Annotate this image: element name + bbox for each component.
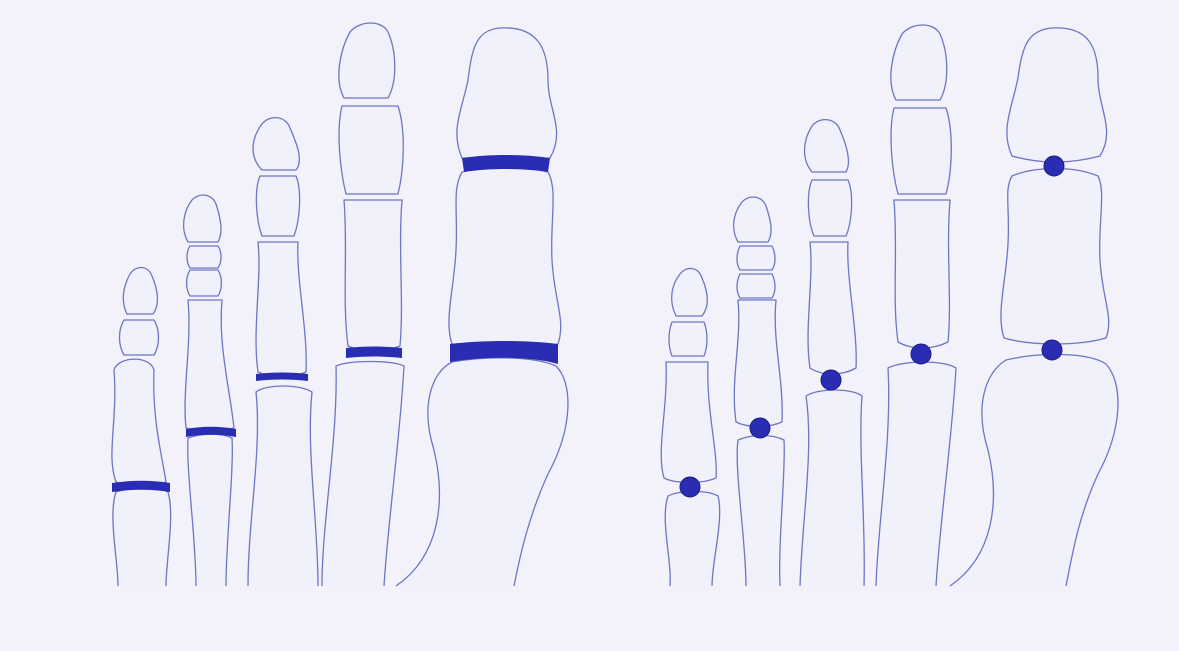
toe-3-metatarsal-right bbox=[800, 390, 864, 586]
toe-3-proximal-phalanx bbox=[256, 242, 306, 377]
toe-4-joint-dot bbox=[750, 418, 770, 438]
toe-2-middle-phalanx bbox=[339, 106, 403, 194]
toe-4-mid2-phalanx bbox=[187, 246, 221, 268]
toe-2-proximal-phalanx-right bbox=[894, 200, 950, 348]
toe-5-metatarsal-right bbox=[665, 492, 719, 587]
toe-1-ip-joint-dot bbox=[1044, 156, 1064, 176]
toe-4-mid2-phalanx-right bbox=[737, 246, 775, 270]
toe-5-proximal-phalanx-right bbox=[661, 362, 716, 483]
toe-2-middle-phalanx-right bbox=[891, 108, 951, 194]
toe-2-joint-dot bbox=[911, 344, 931, 364]
toe-4-middle-phalanx bbox=[187, 270, 222, 296]
toe-4-proximal-phalanx-right bbox=[734, 300, 782, 427]
toe-2-joint-band bbox=[346, 347, 402, 359]
toe-5-metatarsal bbox=[113, 488, 171, 586]
toe-3-joint-dot bbox=[821, 370, 841, 390]
toe-3-metatarsal bbox=[248, 386, 318, 586]
toe-4-middle-phalanx-right bbox=[737, 274, 775, 298]
toe-2-proximal-phalanx bbox=[344, 200, 402, 351]
toe-3-middle-phalanx bbox=[256, 176, 299, 236]
toe-1-proximal-phalanx-right bbox=[1001, 169, 1109, 345]
toe-1-proximal-phalanx bbox=[449, 168, 561, 349]
toe-5-joint-dot bbox=[680, 477, 700, 497]
toe-1-mtp-joint-dot bbox=[1042, 340, 1062, 360]
toe-5-middle-phalanx-right bbox=[669, 322, 707, 356]
toe-5-middle-phalanx bbox=[120, 320, 159, 355]
toe-3-middle-phalanx-right bbox=[808, 180, 851, 236]
